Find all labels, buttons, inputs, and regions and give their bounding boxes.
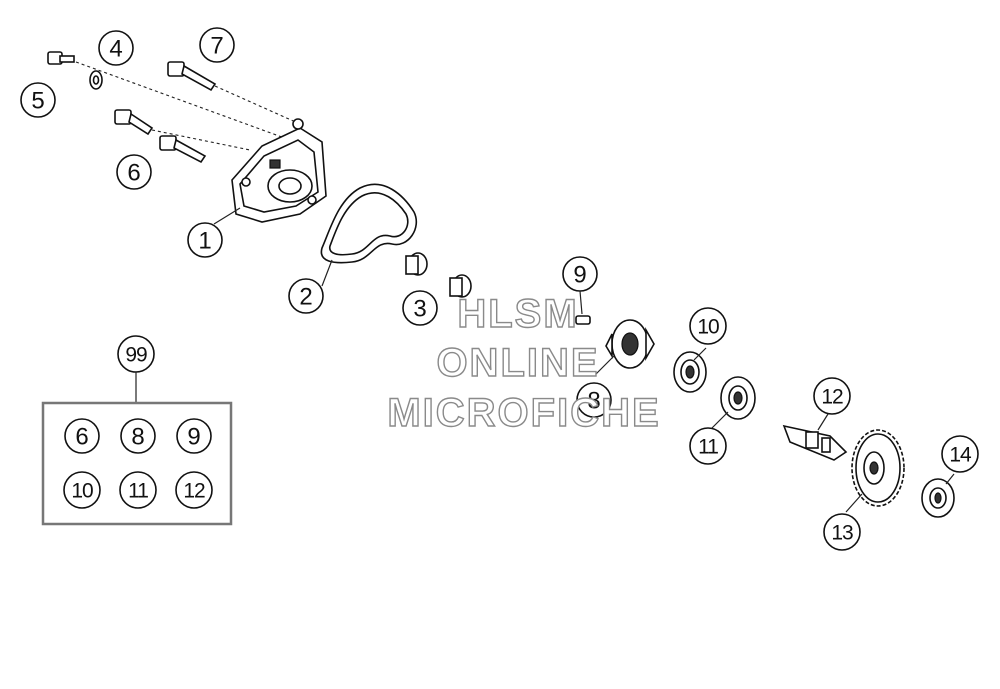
bearing-14-drawing bbox=[921, 478, 955, 518]
kit-item-label: 9 bbox=[187, 424, 200, 451]
callout-label: 12 bbox=[821, 386, 843, 409]
watermark: HLSM ONLINE MICROFICHE bbox=[387, 291, 660, 435]
callout-label: 10 bbox=[697, 316, 719, 339]
watermark-line-2: ONLINE bbox=[436, 341, 599, 385]
callout-label: 9 bbox=[573, 262, 586, 289]
callout-label: 1 bbox=[198, 228, 211, 255]
impeller-drawing bbox=[575, 315, 655, 369]
callout-9[interactable]: 9 bbox=[562, 256, 598, 292]
callout-13[interactable]: 13 bbox=[823, 513, 861, 551]
callout-label: 7 bbox=[210, 33, 223, 60]
callout-3[interactable]: 3 bbox=[402, 290, 438, 326]
gasket-drawing bbox=[320, 183, 417, 264]
callout-12[interactable]: 12 bbox=[813, 377, 851, 415]
callout-label: 2 bbox=[299, 284, 312, 311]
callout-10[interactable]: 10 bbox=[689, 307, 727, 345]
callout-1[interactable]: 1 bbox=[187, 222, 223, 258]
callout-4[interactable]: 4 bbox=[98, 30, 134, 66]
pump-shaft-drawing bbox=[782, 424, 848, 461]
callout-14[interactable]: 14 bbox=[941, 435, 979, 473]
bolt-6a-drawing bbox=[114, 109, 154, 136]
kit-item-label: 11 bbox=[128, 480, 148, 503]
callout-label: 3 bbox=[413, 296, 426, 323]
callout-label: 5 bbox=[31, 88, 44, 115]
callout-11[interactable]: 11 bbox=[689, 427, 727, 465]
kit-item-label: 12 bbox=[183, 480, 205, 503]
callout-label: 8 bbox=[587, 388, 600, 415]
kit-item-11[interactable]: 11 bbox=[119, 471, 157, 509]
kit-item-label: 8 bbox=[131, 424, 144, 451]
bolt-7-drawing bbox=[167, 61, 217, 92]
kit-item-label: 10 bbox=[71, 480, 93, 503]
pump-gear-drawing bbox=[851, 429, 905, 507]
callout-5[interactable]: 5 bbox=[20, 82, 56, 118]
watermark-line-1: HLSM bbox=[457, 292, 578, 336]
callout-label: 13 bbox=[831, 522, 853, 545]
callout-label: 6 bbox=[127, 160, 140, 187]
bearing-10-drawing bbox=[673, 351, 707, 393]
washer-4-drawing bbox=[89, 70, 103, 90]
watermark-line-3: MICROFICHE bbox=[387, 391, 660, 435]
callout-6[interactable]: 6 bbox=[116, 154, 152, 190]
callout-8[interactable]: 8 bbox=[576, 382, 612, 418]
bolt-6b-drawing bbox=[159, 135, 207, 164]
callout-label: 4 bbox=[109, 36, 122, 63]
callout-2[interactable]: 2 bbox=[288, 278, 324, 314]
pump-cover-drawing bbox=[231, 118, 327, 223]
callout-7[interactable]: 7 bbox=[199, 27, 235, 63]
kit-item-label: 6 bbox=[75, 424, 88, 451]
kit-item-8[interactable]: 8 bbox=[120, 418, 156, 454]
kit-item-6[interactable]: 6 bbox=[64, 418, 100, 454]
shaft-seal-drawing bbox=[405, 252, 472, 298]
callout-label: 14 bbox=[949, 444, 972, 467]
kit-item-12[interactable]: 12 bbox=[175, 471, 213, 509]
kit-item-9[interactable]: 9 bbox=[176, 418, 212, 454]
kit-label: 99 bbox=[125, 344, 147, 367]
kit-item-10[interactable]: 10 bbox=[63, 471, 101, 509]
callout-label: 11 bbox=[698, 436, 718, 459]
bearing-11-drawing bbox=[720, 376, 756, 420]
bolt-5-drawing bbox=[47, 51, 75, 65]
